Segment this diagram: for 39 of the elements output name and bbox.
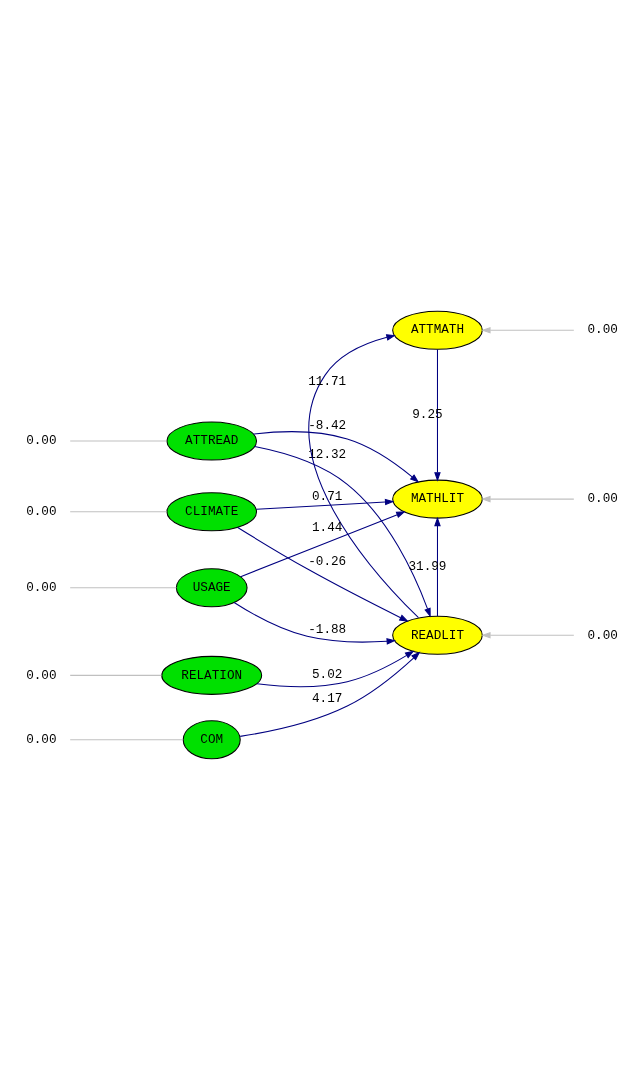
- connector: [69, 511, 168, 513]
- arrow: [239, 651, 421, 737]
- arrow: [434, 516, 441, 617]
- arrow: [481, 495, 575, 503]
- arrow: [252, 431, 420, 483]
- arrow: [256, 650, 415, 688]
- arrow: [233, 602, 397, 645]
- connector: [69, 674, 162, 676]
- node-ellipse: CLIMATE: [166, 492, 258, 532]
- arrow: [308, 334, 419, 619]
- node-text: 0.00: [26, 580, 57, 596]
- arrow: [254, 446, 431, 618]
- node-text: 0.00: [587, 322, 618, 338]
- node-ellipse: RELATION: [161, 655, 263, 695]
- arrow: [237, 526, 409, 622]
- edge-label: 5.02: [312, 667, 343, 683]
- edge-label: 4.17: [312, 691, 343, 707]
- node-text: 0.00: [587, 491, 618, 507]
- connector: [69, 587, 177, 589]
- node-ellipse: USAGE: [175, 568, 248, 608]
- edge-label: -1.88: [308, 621, 347, 637]
- arrow: [481, 326, 575, 334]
- node-text: 0.00: [587, 627, 618, 643]
- edge-label: -8.42: [308, 418, 347, 434]
- node-text: 0.00: [26, 732, 57, 748]
- node-ellipse: COM: [182, 720, 241, 760]
- node-ellipse: ATTMATH: [392, 310, 483, 350]
- node-ellipse: ATTREAD: [166, 421, 258, 461]
- connector: [69, 440, 168, 442]
- edge-label: -0.26: [308, 554, 347, 570]
- edge-label: 1.44: [312, 520, 343, 536]
- node-text: 0.00: [26, 667, 57, 683]
- node-text: 0.00: [26, 504, 57, 520]
- node-text: 0.00: [26, 433, 57, 449]
- arrow: [481, 631, 575, 639]
- arrow: [434, 348, 441, 482]
- arrow: [240, 511, 406, 578]
- connector: [69, 739, 184, 741]
- arrow: [255, 498, 395, 510]
